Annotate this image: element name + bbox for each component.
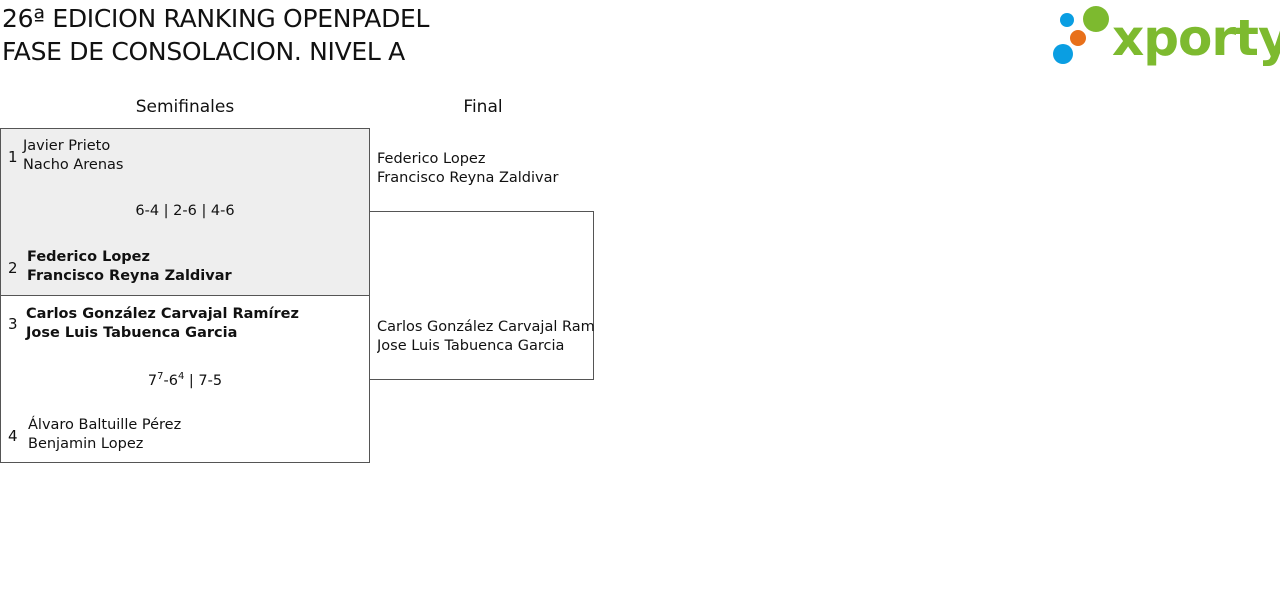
- player-name: Federico Lopez: [377, 151, 486, 167]
- player-name: Benjamin Lopez: [28, 436, 144, 452]
- player-name: Francisco Reyna Zaldivar: [27, 268, 232, 284]
- match-score: 6-4 | 2-6 | 4-6: [135, 203, 235, 219]
- seed-number: 2: [8, 259, 18, 277]
- final-bracket-connector: [369, 211, 594, 380]
- semifinal-match-2[interactable]: 3 Carlos González Carvajal Ramírez Jose …: [0, 295, 370, 463]
- seed-number: 3: [8, 315, 18, 333]
- seed-number: 4: [8, 427, 18, 445]
- winning-team-entry: Carlos González Carvajal Ramírez Jose Lu…: [26, 305, 299, 343]
- remaining-sets: | 7-5: [184, 373, 223, 389]
- score-separator: -: [163, 373, 169, 389]
- semifinal-match-1[interactable]: 1 Javier Prieto Nacho Arenas 6-4 | 2-6 |…: [0, 128, 370, 296]
- title-line-1: 26ª EDICION RANKING OPENPADEL: [2, 4, 430, 33]
- player-name: Francisco Reyna Zaldivar: [377, 170, 559, 186]
- set-games-a: 7: [147, 373, 158, 389]
- round-header-semifinals: Semifinales: [135, 97, 235, 117]
- seed-number: 1: [8, 148, 18, 166]
- logo-wordmark: xporty: [1112, 9, 1280, 67]
- player-name: Jose Luis Tabuenca Garcia: [377, 338, 565, 354]
- player-name: Javier Prieto: [23, 138, 111, 154]
- logo-dots-icon: [1053, 6, 1109, 64]
- team-entry: Álvaro Baltuille Pérez Benjamin Lopez: [28, 416, 181, 454]
- xporty-logo[interactable]: xporty: [1050, 4, 1280, 68]
- tiebreak-b: 4: [177, 371, 185, 383]
- player-name: Álvaro Baltuille Pérez: [28, 417, 182, 433]
- player-name: Nacho Arenas: [23, 157, 124, 173]
- player-name: Carlos González Carvajal Ramírez: [377, 319, 594, 335]
- final-team-top[interactable]: Federico Lopez Francisco Reyna Zaldivar: [377, 150, 594, 188]
- page-title: 26ª EDICION RANKING OPENPADEL FASE DE CO…: [2, 2, 429, 68]
- round-header-final: Final: [463, 97, 503, 117]
- team-entry: Javier Prieto Nacho Arenas: [23, 137, 124, 175]
- match-score: 77-64 | 7-5: [1, 372, 369, 391]
- player-name: Federico Lopez: [27, 249, 150, 265]
- tiebreak-a: 7: [157, 371, 164, 383]
- final-team-bottom[interactable]: Carlos González Carvajal Ramírez Jose Lu…: [377, 318, 594, 356]
- title-line-2: FASE DE CONSOLACION. NIVEL A: [2, 37, 405, 66]
- player-name: Carlos González Carvajal Ramírez: [26, 306, 299, 322]
- player-name: Jose Luis Tabuenca Garcia: [26, 325, 238, 341]
- winning-team-entry: Federico Lopez Francisco Reyna Zaldivar: [27, 248, 232, 286]
- set-games-b: 6: [168, 373, 178, 389]
